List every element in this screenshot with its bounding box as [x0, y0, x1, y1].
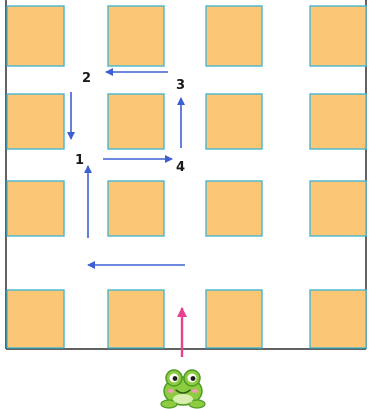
maze-block-r4-c3: [206, 290, 262, 348]
maze-block-r3-c3: [206, 181, 262, 236]
maze-block-r1-c2: [108, 6, 164, 66]
maze-block-r4-c2: [108, 290, 164, 348]
marker-label-2: 2: [82, 71, 91, 86]
frog-icon: [161, 370, 205, 408]
maze-block-r2-c1: [7, 94, 64, 149]
maze-block-r3-c2: [108, 181, 164, 236]
maze-block-r3-c1: [7, 181, 64, 236]
maze-block-r1-c3: [206, 6, 262, 66]
maze-block-r4-c4: [310, 290, 366, 348]
marker-label-4: 4: [176, 160, 185, 175]
marker-label-1: 1: [75, 153, 84, 168]
maze-block-r3-c4: [310, 181, 366, 236]
maze-block-r2-c3: [206, 94, 262, 149]
maze-blocks: [7, 6, 366, 348]
maze-block-r1-c4: [310, 6, 366, 66]
maze-block-r1-c1: [7, 6, 64, 66]
maze-block-r2-c2: [108, 94, 164, 149]
maze-block-r2-c4: [310, 94, 366, 149]
maze-block-r4-c1: [7, 290, 64, 348]
marker-label-3: 3: [176, 78, 185, 93]
